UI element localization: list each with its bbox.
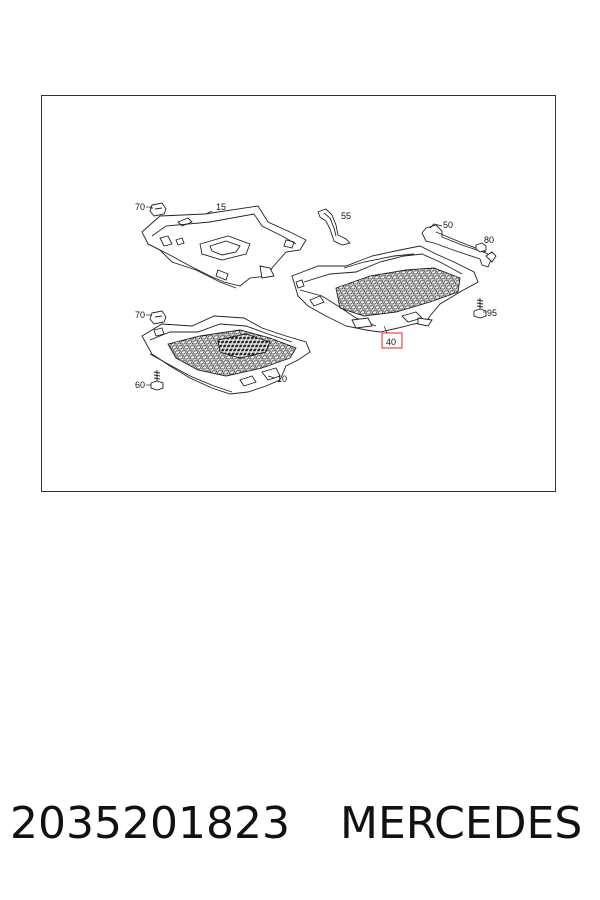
screw-95 [473,298,487,319]
parts-diagram: 70 15 55 50 80 95 70 60 10 40 [135,202,497,395]
leader-lines [146,206,486,386]
clip-70-lower [149,310,167,325]
bracket-55 [317,208,351,246]
callout-55: 55 [341,211,351,221]
part-number: 2035201823 [10,798,290,849]
callout-40: 40 [386,337,396,347]
callout-95: 95 [487,308,497,318]
nut-80 [475,242,487,253]
callout-50: 50 [443,220,453,230]
part-15-front-cover [141,205,307,289]
part-40-rear-cover [291,245,479,333]
clip-70-upper [149,202,167,217]
callout-60: 60 [135,380,145,390]
callout-15: 15 [216,202,226,212]
highlight-box-40 [381,332,403,349]
leader-line-40 [383,325,388,334]
callout-10: 10 [277,374,287,384]
screw-60 [150,370,164,391]
part-10-center-cover [141,315,311,395]
callout-70-upper: 70 [135,202,145,212]
callout-70-lower: 70 [135,310,145,320]
caption: 2035201823 MERCEDES [10,798,590,868]
brand-name: MERCEDES [340,798,583,849]
callout-80: 80 [484,235,494,245]
bracket-50 [421,223,497,268]
